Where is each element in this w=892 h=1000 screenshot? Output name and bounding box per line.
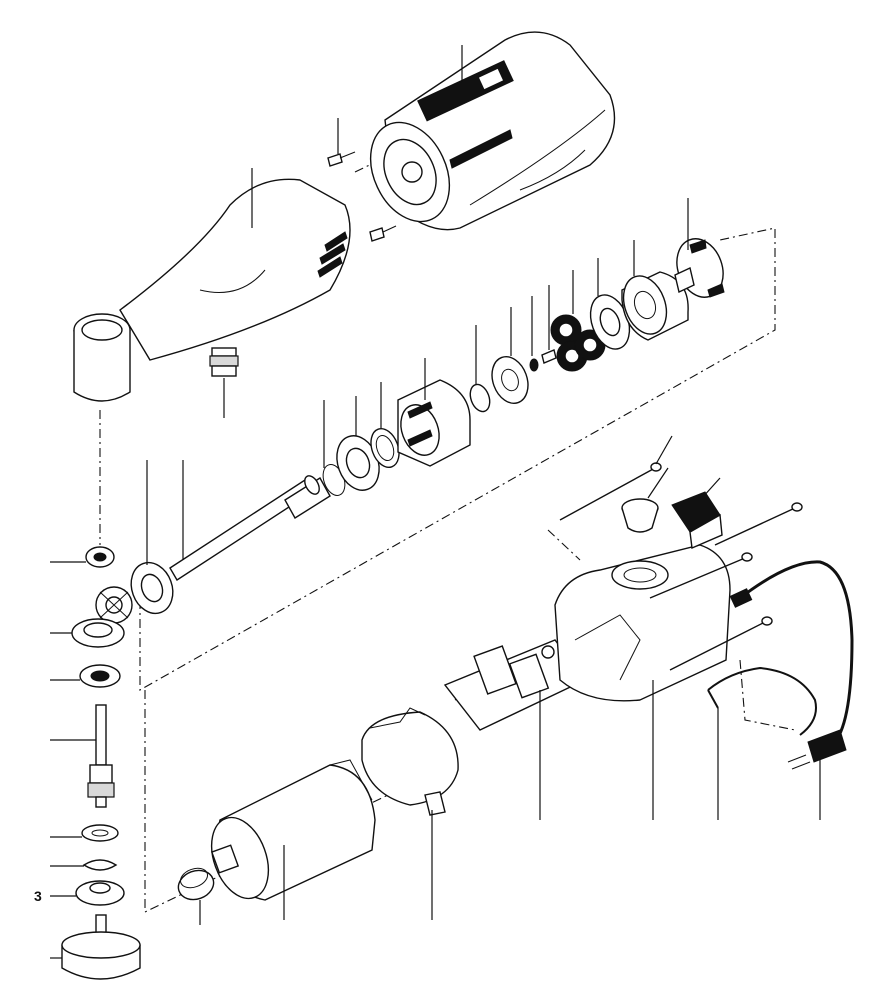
switch-knob bbox=[621, 498, 659, 533]
leader-long-screw bbox=[655, 435, 673, 465]
ball-bearing-spindle bbox=[79, 664, 121, 688]
washer-lower bbox=[81, 824, 119, 842]
long-screw-3 bbox=[649, 552, 753, 599]
washer-mid bbox=[370, 427, 400, 469]
fan-impeller bbox=[674, 238, 725, 298]
backing-pad bbox=[61, 914, 141, 980]
cable-clamp-wire bbox=[707, 666, 817, 736]
long-screw-4 bbox=[669, 616, 773, 671]
housing-screw-top bbox=[327, 151, 356, 167]
rear-housing bbox=[554, 544, 731, 702]
oring-upper bbox=[469, 383, 491, 413]
housing-screw-bottom bbox=[369, 225, 397, 242]
planet-carrier bbox=[621, 271, 689, 341]
flange-upper bbox=[491, 356, 529, 404]
assembly-outline-lower bbox=[144, 529, 796, 913]
gear-head-casing bbox=[73, 178, 351, 402]
brush-holder-ring bbox=[361, 707, 459, 816]
needle-bearing-top bbox=[85, 546, 115, 568]
switch-module bbox=[671, 491, 723, 550]
ball-bearing-lower bbox=[130, 561, 174, 615]
electric-motor bbox=[210, 759, 376, 901]
motor-bushing bbox=[177, 867, 215, 901]
long-screw-2 bbox=[714, 502, 803, 546]
assembly-outline-upper bbox=[139, 227, 776, 691]
screw-washer-upper bbox=[529, 349, 557, 372]
motor-housing bbox=[369, 31, 616, 231]
electronic-control-board bbox=[443, 639, 587, 731]
power-cord bbox=[729, 560, 854, 770]
callout-label-3: 3 bbox=[34, 888, 42, 904]
output-spindle bbox=[87, 704, 115, 808]
pinion-gear bbox=[95, 586, 133, 624]
bushing-small bbox=[209, 347, 239, 377]
ball-bearing-mid bbox=[336, 435, 380, 491]
armature-shaft bbox=[169, 475, 331, 581]
leader-switch-module bbox=[701, 477, 721, 499]
bearing-holder bbox=[397, 379, 471, 467]
bevel-gear bbox=[71, 618, 125, 648]
circlip-lower bbox=[82, 859, 118, 871]
gear-ring bbox=[589, 294, 631, 350]
leader-switch-knob bbox=[647, 467, 669, 499]
flange-nut-3 bbox=[75, 880, 125, 906]
